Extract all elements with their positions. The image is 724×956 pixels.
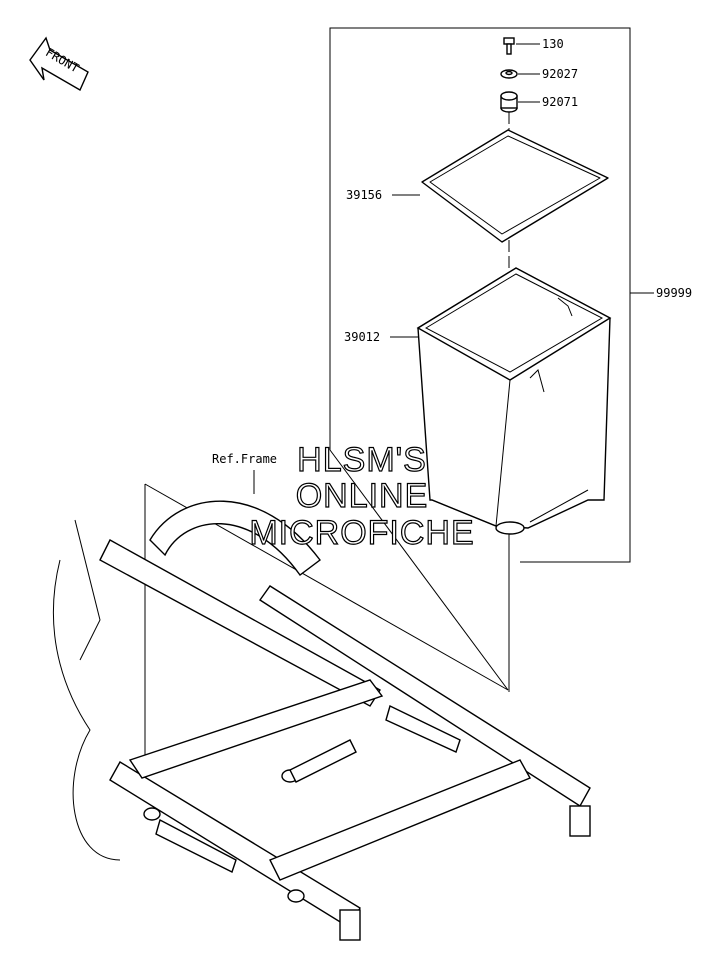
watermark: HLSM'S ONLINE MICROFICHE [249,440,475,552]
bolt-part [503,37,540,55]
watermark-line-1: HLSM'S [297,441,427,479]
grommet-part [500,91,540,113]
part-label-39156: 39156 [346,188,382,202]
washer-part [500,69,540,79]
part-label-92027: 92027 [542,67,578,81]
reference-frame-label: Ref.Frame [212,452,277,466]
watermark-line-3: MICROFICHE [249,514,474,552]
storage-box-part [390,267,612,535]
vehicle-frame [52,500,591,941]
front-arrow-icon: FRONT [29,36,89,91]
part-label-39012: 39012 [344,330,380,344]
assembly-bracket [329,27,654,563]
gasket-part [392,129,609,243]
part-label-92071: 92071 [542,95,578,109]
watermark-line-2: ONLINE [296,477,429,515]
part-label-99999: 99999 [656,286,692,300]
part-label-130: 130 [542,37,564,51]
